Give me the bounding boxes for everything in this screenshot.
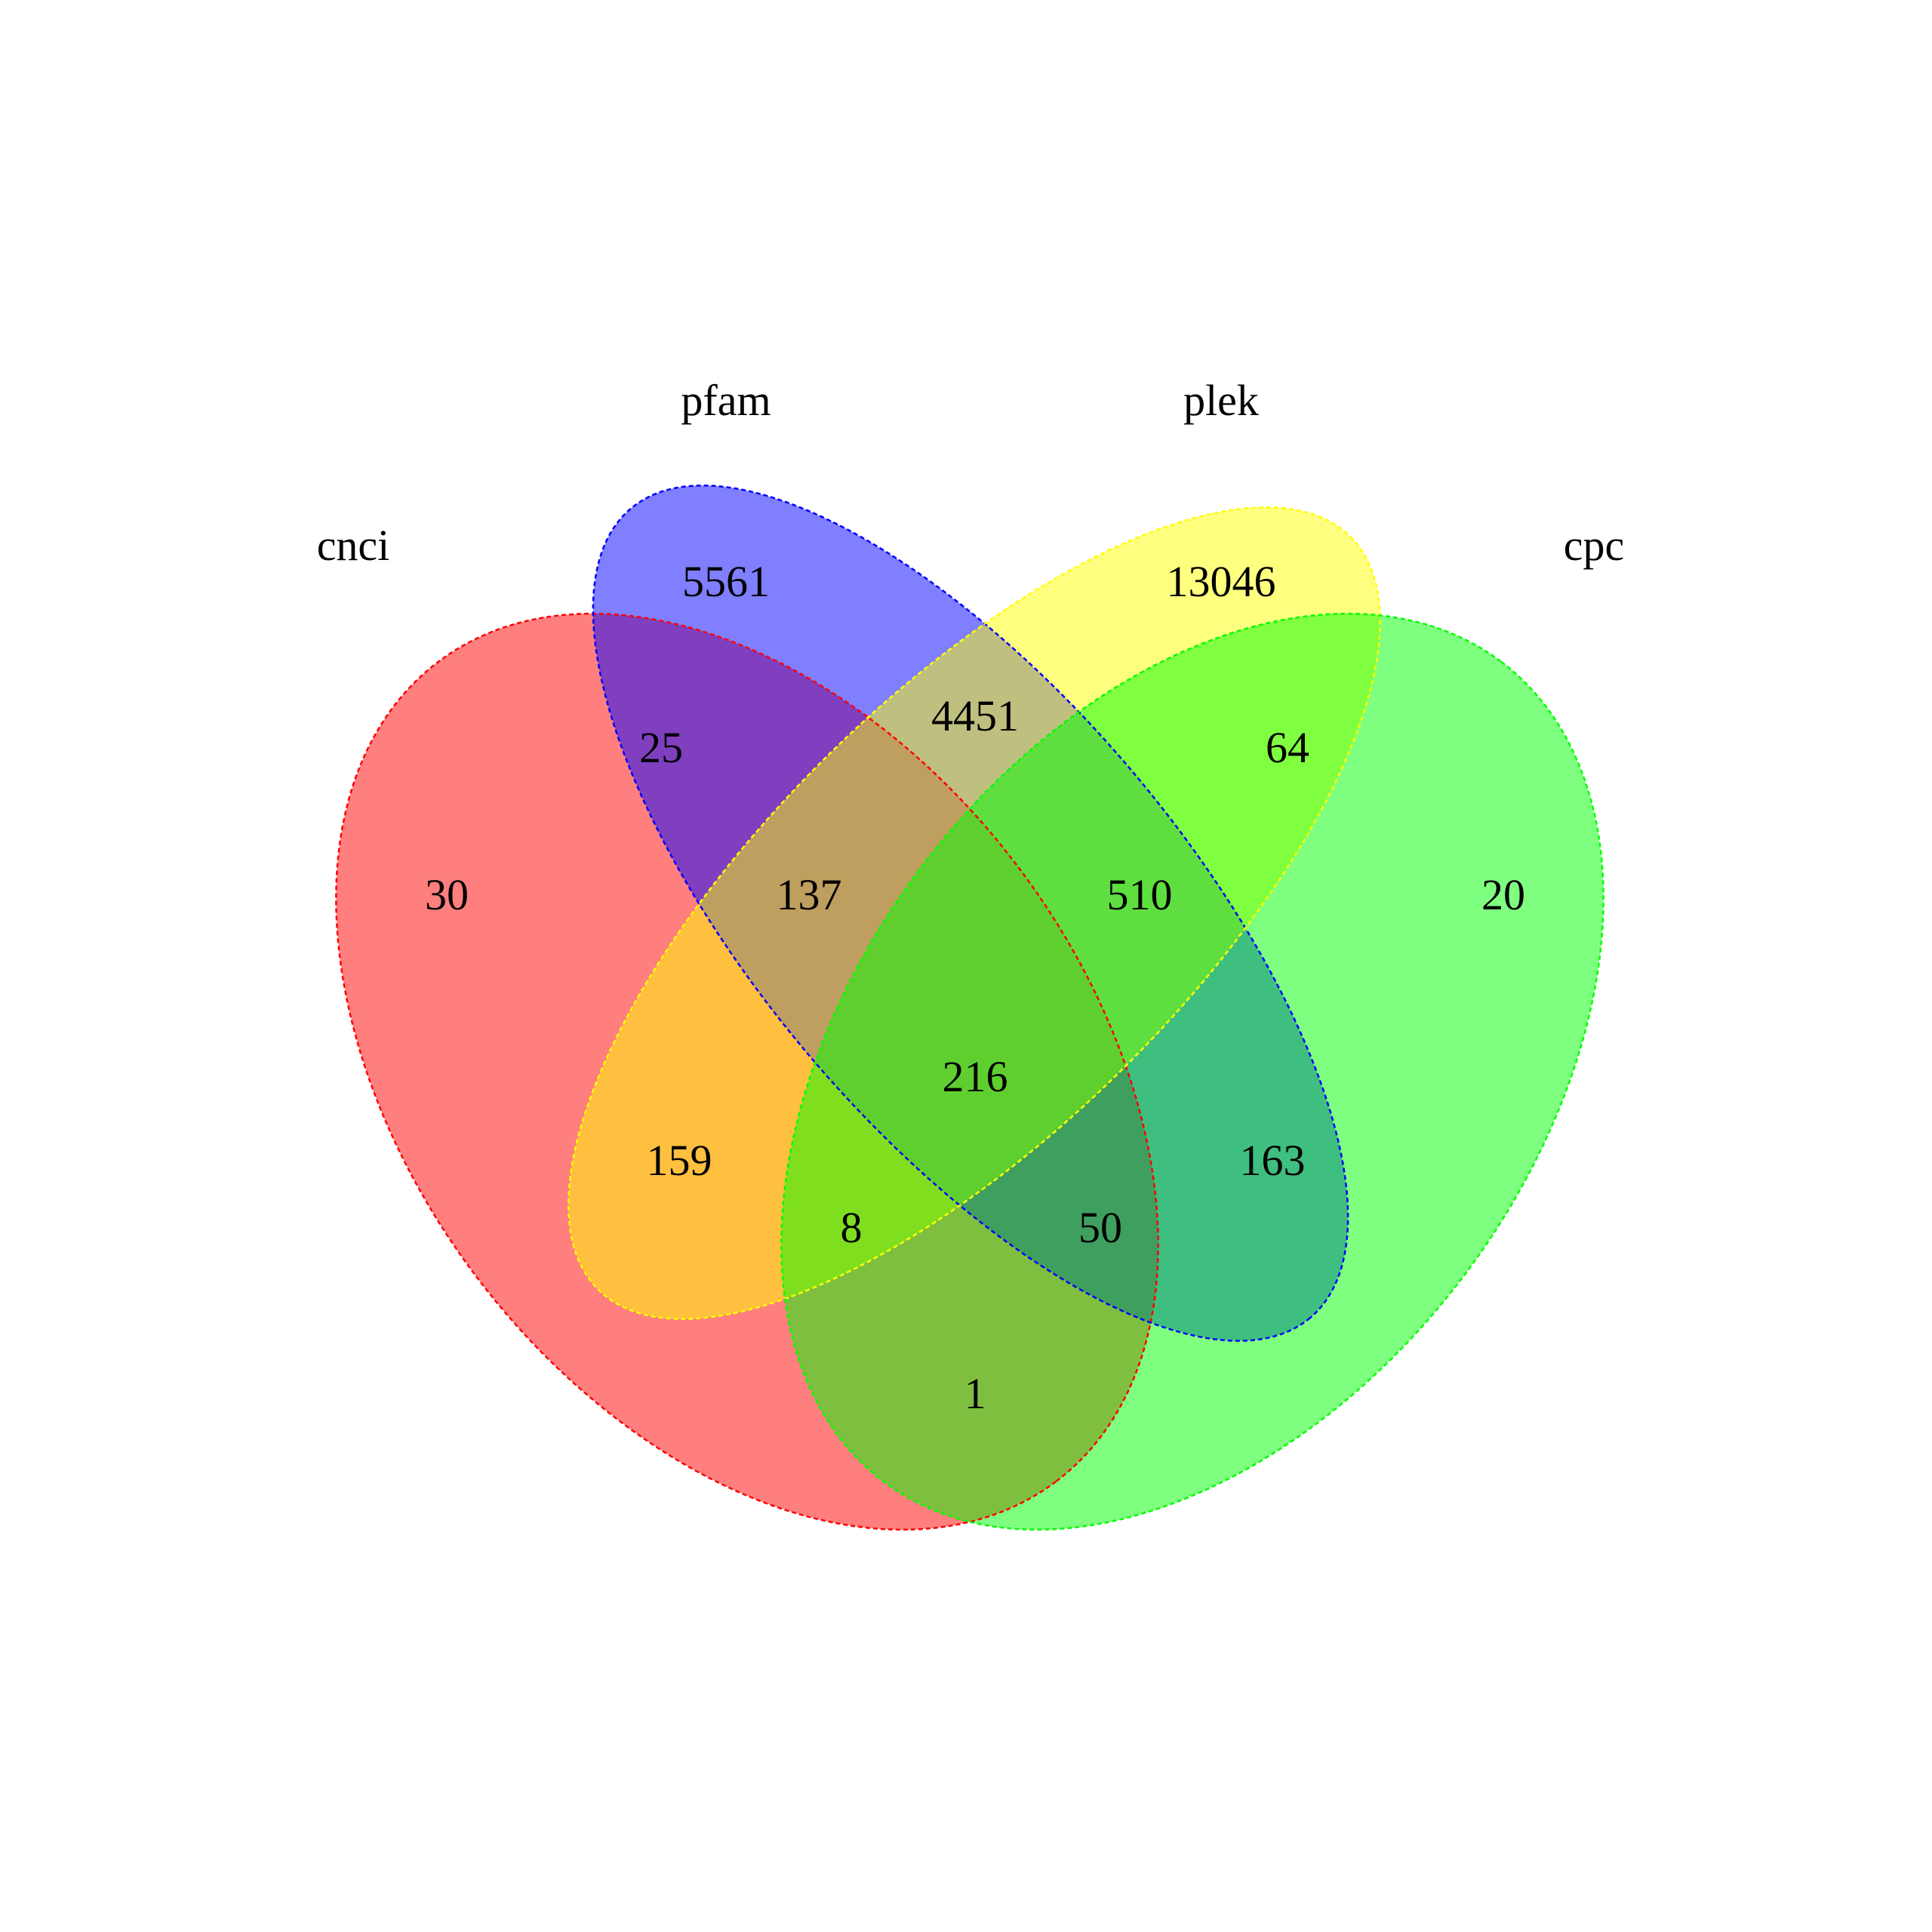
label-cnci: cnci [317,521,390,570]
label-pfam: pfam [681,376,771,425]
count-cnci-pfam: 25 [639,723,683,772]
set-shapes [336,485,1604,1530]
count-cpc-only: 20 [1481,870,1525,919]
count-pfam-cpc: 163 [1240,1136,1306,1185]
count-cnci-pfam-plek: 137 [777,870,842,919]
cnci-outline [335,612,1159,1531]
label-cpc: cpc [1564,521,1625,570]
cpc-outline [780,612,1604,1531]
region-counts: 30 5561 13046 20 25 4451 64 137 510 216 … [425,557,1525,1418]
cpc-ellipse [781,614,1604,1530]
count-pfam-only: 5561 [682,557,770,606]
set-labels: cnci pfam plek cpc [317,376,1625,570]
count-all-four: 216 [943,1052,1008,1101]
count-cnci-plek: 159 [647,1136,712,1185]
count-plek-only: 13046 [1167,557,1276,606]
plek-outline [568,506,1381,1320]
count-cnci-only: 30 [425,870,469,919]
label-plek: plek [1183,376,1259,425]
count-plek-cpc: 64 [1266,723,1309,772]
count-pfam-plek: 4451 [931,691,1019,740]
count-cnci-plek-cpc: 8 [841,1203,863,1252]
set-outlines [335,485,1604,1531]
count-cnci-pfam-cpc: 50 [1078,1203,1122,1252]
count-cnci-cpc: 1 [964,1369,986,1418]
count-pfam-plek-cpc: 510 [1107,870,1173,919]
pfam-outline [592,485,1349,1342]
